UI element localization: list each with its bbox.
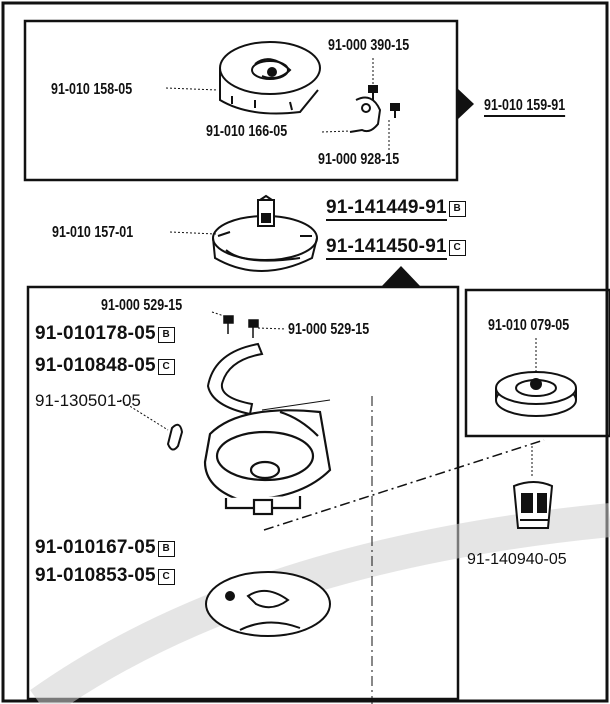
label-text: 91-010 158-05 [51,81,133,98]
label-91-010-079-05: 91-010 079-05 [488,318,569,334]
bobbin-case-assembly-drawing [212,194,318,272]
lower-detail-box [26,285,460,701]
label-text: 91-010853-05 [35,565,156,586]
label-91-140940-05: 91-140940-05 [467,552,567,568]
hook-gib-drawing [206,342,264,416]
hook-cover-disc-drawing [205,571,331,637]
label-91-000-529-15-left: 91-000 529-15 [101,298,182,314]
label-text: 91-010178-05 [35,323,156,344]
label-91-010-166-05: 91-010 166-05 [206,124,287,140]
model-badge-b: B [448,201,466,217]
label-text: 91-000 529-15 [101,297,183,314]
up-arrow-icon [381,266,421,287]
label-91-130501-05: 91-130501-05 [35,392,141,409]
right-arrow-icon [457,88,474,120]
label-text: 91-130501-05 [35,391,141,410]
bobbin-drawing [495,371,577,417]
label-text: 91-140940-05 [467,551,567,568]
label-91-010-158-05: 91-010 158-05 [51,82,132,98]
spring-and-screws-drawing [349,85,400,133]
label-91-000-390-15: 91-000 390-15 [328,38,409,54]
model-badge-c: C [448,240,466,256]
model-badge-c: C [157,569,175,585]
model-badge-b: B [157,541,175,557]
label-text: 91-010167-05 [35,537,156,558]
label-text: 91-141450-91 [326,236,447,260]
label-text: 91-010 157-01 [52,224,134,241]
hook-screws-drawing [223,315,259,338]
label-text: 91-010848-05 [35,355,156,376]
small-spring-drawing [166,423,184,451]
label-text: 91-000 529-15 [288,321,370,338]
label-text: 91-000 928-15 [318,151,400,168]
label-91-000-928-15: 91-000 928-15 [318,152,399,168]
label-text: 91-000 390-15 [328,37,410,54]
label-text: 91-010 079-05 [488,317,570,334]
bobbin-box [464,288,610,438]
label-text: 91-010 166-05 [206,123,288,140]
label-text: 91-010 159-91 [484,97,566,117]
label-91-010-157-01: 91-010 157-01 [52,225,133,241]
rotary-hook-drawing [203,409,332,516]
label-text: 91-141449-91 [326,197,447,221]
model-badge-b: B [157,327,175,343]
label-91-010-159-91: 91-010 159-91 [484,97,566,117]
label-91-000-529-15-right: 91-000 529-15 [288,322,369,338]
bobbin-latch-drawing [512,481,554,529]
bobbin-case-cover-drawing [219,41,321,115]
model-badge-c: C [157,359,175,375]
